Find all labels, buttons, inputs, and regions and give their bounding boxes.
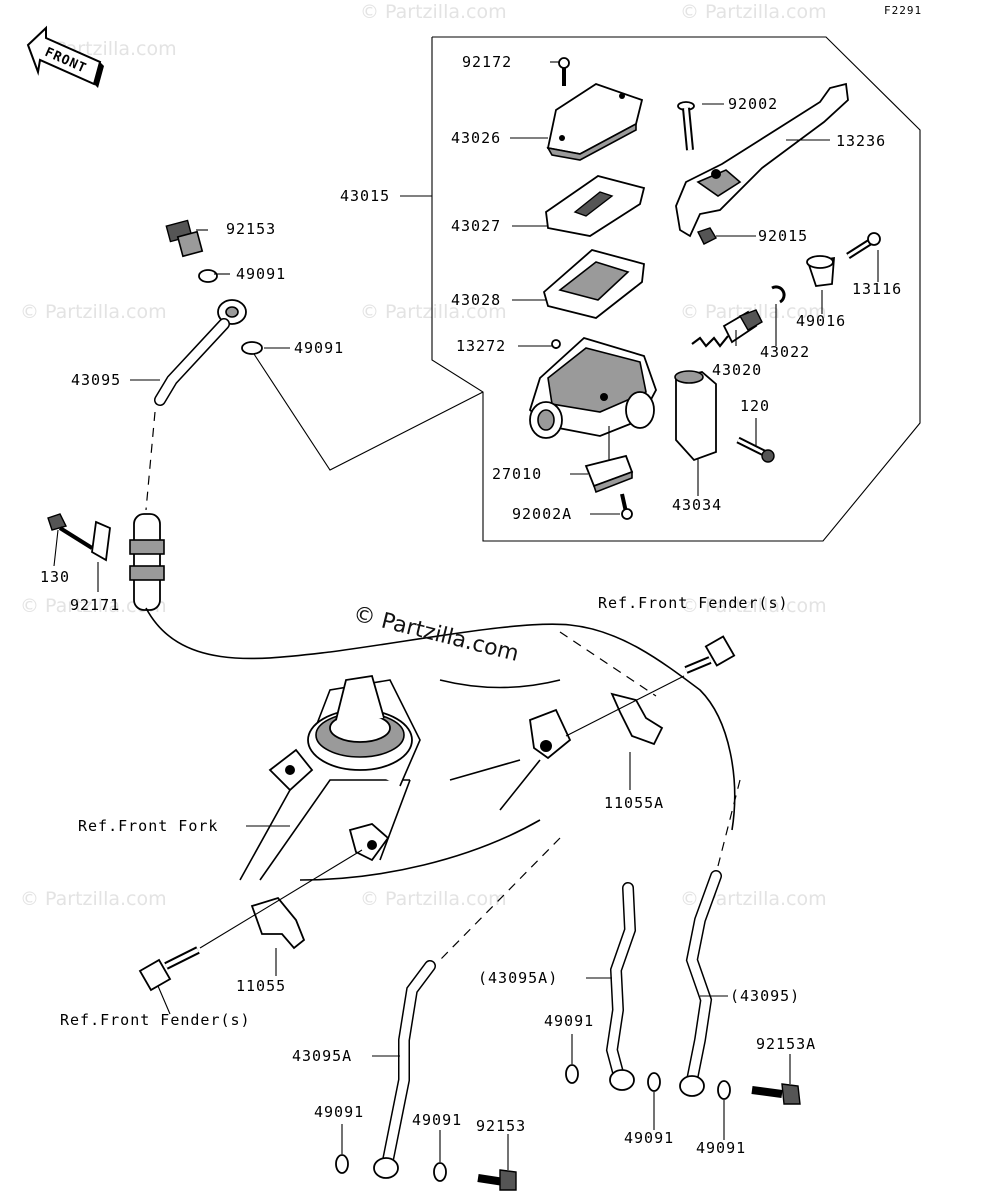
hose-route-line xyxy=(145,411,156,511)
watermark-layer: © Partzilla.com © Partzilla.com © Partzi… xyxy=(20,1,827,910)
part-label: 43015 xyxy=(340,187,390,205)
part-label: 49091 xyxy=(294,339,344,357)
banjo-bolt-92153A xyxy=(751,1083,801,1105)
front-arrow-icon: FRONT xyxy=(26,25,104,88)
part-label: 49091 xyxy=(412,1111,462,1129)
part-label: 92153 xyxy=(476,1117,526,1135)
washer-49091-c xyxy=(565,1064,579,1084)
part-label: 27010 xyxy=(492,465,542,483)
clip-13272 xyxy=(551,339,561,349)
part-label: 92002 xyxy=(728,95,778,113)
washer-49091-d xyxy=(335,1154,349,1174)
front-fork-assembly xyxy=(145,607,736,881)
watermark: © Partzilla.com xyxy=(20,595,167,617)
part-label: 92172 xyxy=(462,53,512,71)
clamp-43034 xyxy=(674,370,717,462)
fender-bolt-top xyxy=(684,635,736,674)
part-label: 92153 xyxy=(226,220,276,238)
assembly-connector-line xyxy=(253,353,484,471)
diaphragm-43028 xyxy=(542,249,645,319)
hose-clamp-11055 xyxy=(250,896,306,950)
ref-label: Ref.Front Fork xyxy=(78,817,218,835)
screw-92002A xyxy=(620,493,633,520)
hose-joint-section xyxy=(129,513,165,611)
part-label: 43027 xyxy=(451,217,501,235)
bracket-92171 xyxy=(91,520,111,562)
part-label: 43022 xyxy=(760,343,810,361)
part-label: 13272 xyxy=(456,337,506,355)
banjo-bolt-92153-top xyxy=(165,219,204,258)
lower-hose-43095A-middle xyxy=(605,882,637,1091)
watermark: © Partzilla.com xyxy=(680,888,827,910)
part-label: 49091 xyxy=(544,1012,594,1030)
part-label: 130 xyxy=(40,568,70,586)
part-label: 43034 xyxy=(672,496,722,514)
part-label: 49091 xyxy=(624,1129,674,1147)
bolt-130 xyxy=(47,513,94,550)
part-label: 92171 xyxy=(70,596,120,614)
upper-hose-43095 xyxy=(154,299,247,406)
washer-49091-f xyxy=(433,1162,447,1182)
part-label: 92153A xyxy=(756,1035,816,1053)
part-label: 43095A xyxy=(292,1047,352,1065)
master-cylinder-group-frame xyxy=(431,36,921,542)
part-label: 49091 xyxy=(236,265,286,283)
ref-label: Ref.Front Fender(s) xyxy=(598,594,789,612)
fender-bolt-bottom xyxy=(138,946,200,992)
part-label: (43095) xyxy=(730,987,800,1005)
lower-hose-43095-right xyxy=(679,870,722,1097)
part-label: 49016 xyxy=(796,312,846,330)
hose-route-line xyxy=(439,837,561,961)
washer-49091-a xyxy=(198,269,218,283)
hose-route-line xyxy=(559,631,657,697)
screw-92002 xyxy=(677,101,695,151)
part-label: 92002A xyxy=(512,505,572,523)
watermark: © Partzilla.com xyxy=(360,301,507,323)
part-label: 43026 xyxy=(451,129,501,147)
part-label: (43095A) xyxy=(478,969,558,987)
ref-label: Ref.Front Fender(s) xyxy=(60,1011,251,1029)
circlip-43022 xyxy=(771,285,786,304)
watermark: © Partzilla.com xyxy=(20,888,167,910)
master-cylinder-body xyxy=(528,336,657,439)
leader-lines xyxy=(53,61,879,1170)
washer-49091-e xyxy=(647,1072,661,1092)
watermark: © Partzilla.com xyxy=(680,1,827,23)
part-label: 92015 xyxy=(758,227,808,245)
hose-route-line xyxy=(717,779,741,867)
bolt-120 xyxy=(736,436,775,463)
nut-92015 xyxy=(697,227,717,245)
part-label: 11055A xyxy=(604,794,664,812)
washer-49091-b xyxy=(241,341,263,355)
part-label: 13236 xyxy=(836,132,886,150)
watermark: © Partzilla.com xyxy=(20,301,167,323)
piston-43020 xyxy=(691,309,763,348)
part-label: 43095 xyxy=(71,371,121,389)
watermark: © Partzilla.com xyxy=(360,1,507,23)
diagram-code: F2291 xyxy=(884,4,922,17)
part-label: 43028 xyxy=(451,291,501,309)
watermark: © Partzilla.com xyxy=(680,595,827,617)
part-label: 11055 xyxy=(236,977,286,995)
dust-boot-49016 xyxy=(806,255,835,287)
cap-plate-43027 xyxy=(545,175,646,237)
part-label: 120 xyxy=(740,397,770,415)
watermark: © Partzilla.com xyxy=(360,888,507,910)
reservoir-cap-43026 xyxy=(546,83,644,161)
brake-lever-13236 xyxy=(675,82,849,238)
hose-clamp-11055A xyxy=(610,692,664,746)
banjo-bolt-92153-bottom xyxy=(477,1169,517,1191)
part-label: 43020 xyxy=(712,361,762,379)
pin-13116 xyxy=(846,232,881,259)
part-label: 49091 xyxy=(314,1103,364,1121)
copyright-watermark: © Partzilla.com xyxy=(351,602,522,667)
brake-switch-27010 xyxy=(584,426,634,494)
screw-92172 xyxy=(558,57,570,86)
lower-hose-43095A-left xyxy=(373,960,436,1179)
part-label: 13116 xyxy=(852,280,902,298)
washer-49091-g xyxy=(717,1080,731,1100)
part-label: 49091 xyxy=(696,1139,746,1157)
part-labels: 92172 43026 43015 43027 43028 13272 9200… xyxy=(40,53,902,1157)
